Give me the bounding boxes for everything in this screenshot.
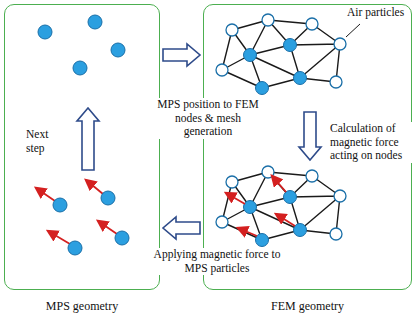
edge-label: MPS position to FEM nodes & mesh generat…	[150, 98, 266, 139]
force-arrows	[226, 176, 295, 236]
mps-particles	[53, 191, 129, 255]
block-arrow	[163, 217, 200, 239]
fem-mesh	[216, 166, 346, 247]
block-arrow	[77, 108, 99, 170]
panel-heading: MPS geometry	[46, 299, 118, 313]
callout-label: Air particles	[345, 6, 406, 20]
force-arrows	[36, 180, 117, 244]
edge-label: Applying magnetic force to MPS particles	[148, 248, 286, 275]
leader-line	[346, 24, 360, 37]
block-arrow	[299, 112, 321, 160]
step-note: Next step	[24, 128, 62, 155]
block-arrow	[163, 44, 200, 66]
panel-heading: FEM geometry	[271, 299, 344, 313]
mps-particles	[38, 15, 125, 75]
fem-mesh	[216, 14, 346, 95]
step-note: Calculation of magnetic force acting on …	[328, 122, 414, 163]
